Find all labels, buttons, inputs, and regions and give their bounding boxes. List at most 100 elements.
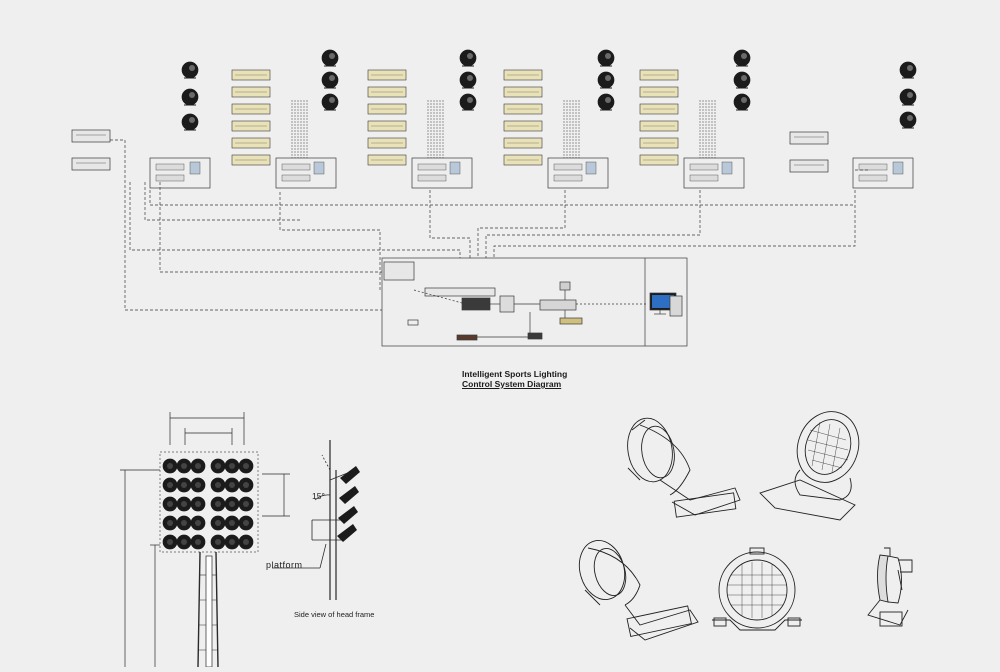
lamp-lens (741, 97, 747, 103)
lamp-lens (243, 520, 249, 526)
floodlight-icon (190, 477, 206, 493)
lamp-lens (181, 539, 187, 545)
diagram-title-line1: Intelligent Sports Lighting (462, 369, 568, 379)
lighting-column (367, 69, 473, 189)
floodlight-icon (181, 113, 199, 131)
cabinet-module (689, 174, 719, 182)
lamp-lens (605, 97, 611, 103)
lamp-lens (181, 463, 187, 469)
lighting-column (639, 69, 745, 189)
floodlight-icon (190, 496, 206, 512)
controller-cabinet-icon (683, 157, 745, 189)
floodlight-icon (733, 93, 751, 111)
floodlight-icon (176, 477, 192, 493)
lamp-lens (189, 92, 195, 98)
lamp-lens (243, 463, 249, 469)
lamp-lens (229, 501, 235, 507)
lamp-lens (467, 97, 473, 103)
cabinet-module (689, 163, 719, 171)
side-lamp-heads (337, 466, 360, 542)
floodlight-icon (899, 111, 917, 129)
floodlight-icon (224, 534, 240, 550)
cabinet-module (417, 163, 447, 171)
lamp-lens (229, 520, 235, 526)
cabinet-module (417, 174, 447, 182)
lamp-lens (229, 463, 235, 469)
floodlight-icon (321, 49, 339, 67)
floodlight-icon (238, 496, 254, 512)
lamp-lens (741, 75, 747, 81)
lamp-lens (167, 482, 173, 488)
panel-group-left (71, 129, 111, 171)
lighting-columns (149, 69, 914, 189)
floodlight-icon (321, 71, 339, 89)
lamp-head-icon (578, 540, 699, 641)
lamp-lens (215, 501, 221, 507)
floodlight-icon (224, 458, 240, 474)
controller-cabinet-icon (275, 157, 337, 189)
floodlight-icon (597, 71, 615, 89)
controller-cabinet-icon (149, 157, 211, 189)
floodlight-icon (162, 534, 178, 550)
control-system-diagram (71, 49, 917, 347)
lamp-lens (741, 53, 747, 59)
cabinet-frame (852, 157, 914, 189)
controller-cabinet-icon (411, 157, 473, 189)
floodlight-icon (899, 88, 917, 106)
lamp-lens (907, 92, 913, 98)
platform-label: platform (266, 560, 303, 570)
floodlight-icon (190, 515, 206, 531)
floodlight-icon (238, 515, 254, 531)
floodlight-icon (238, 534, 254, 550)
tilt-angle-label: 15° (312, 491, 325, 501)
floodlight-product-views (578, 411, 913, 641)
lamp-lens (907, 65, 913, 71)
lamp-head-icon (627, 417, 741, 518)
cabinet-module (858, 174, 888, 182)
lamp-lens (195, 482, 201, 488)
computer-monitor-icon (649, 292, 683, 317)
floodlight-icon (733, 71, 751, 89)
cabinet-display (892, 161, 904, 175)
lighting-column (231, 69, 337, 189)
cabinet-module (281, 163, 311, 171)
lamp-lens (243, 482, 249, 488)
cabinet-display (585, 161, 597, 175)
lamp-head-icon (867, 547, 913, 627)
floodlight-icon (733, 49, 751, 67)
floodlight-icon (224, 477, 240, 493)
floodlight-icon (459, 71, 477, 89)
floodlight-lamps (181, 49, 917, 131)
cabinet-display (449, 161, 461, 175)
lamp-head-icon (712, 547, 802, 631)
mast-front-view (120, 412, 290, 668)
lamp-lens (189, 117, 195, 123)
lamp-lens (229, 539, 235, 545)
floodlight-icon (321, 93, 339, 111)
floodlight-icon (181, 88, 199, 106)
floodlight-icon (162, 496, 178, 512)
lamp-lens (181, 501, 187, 507)
lamp-lens (215, 539, 221, 545)
floodlight-icon (210, 477, 226, 493)
cabinet-module (155, 163, 185, 171)
floodlight-icon (597, 49, 615, 67)
floodlight-icon (899, 61, 917, 79)
floodlight-icon (224, 496, 240, 512)
lamp-lens (467, 75, 473, 81)
floodlight-icon (210, 458, 226, 474)
cabinet-module (155, 174, 185, 182)
cabinet-module (281, 174, 311, 182)
floodlight-icon (597, 93, 615, 111)
lamp-lens (229, 482, 235, 488)
floodlight-icon (210, 534, 226, 550)
floodlight-icon (162, 477, 178, 493)
lamp-head-icon (759, 411, 860, 521)
lamp-lens (181, 482, 187, 488)
floodlight-icon (181, 61, 199, 79)
cabinet-module (858, 163, 888, 171)
lamp-lens (167, 463, 173, 469)
lamp-lens (329, 97, 335, 103)
lamp-lens (605, 53, 611, 59)
